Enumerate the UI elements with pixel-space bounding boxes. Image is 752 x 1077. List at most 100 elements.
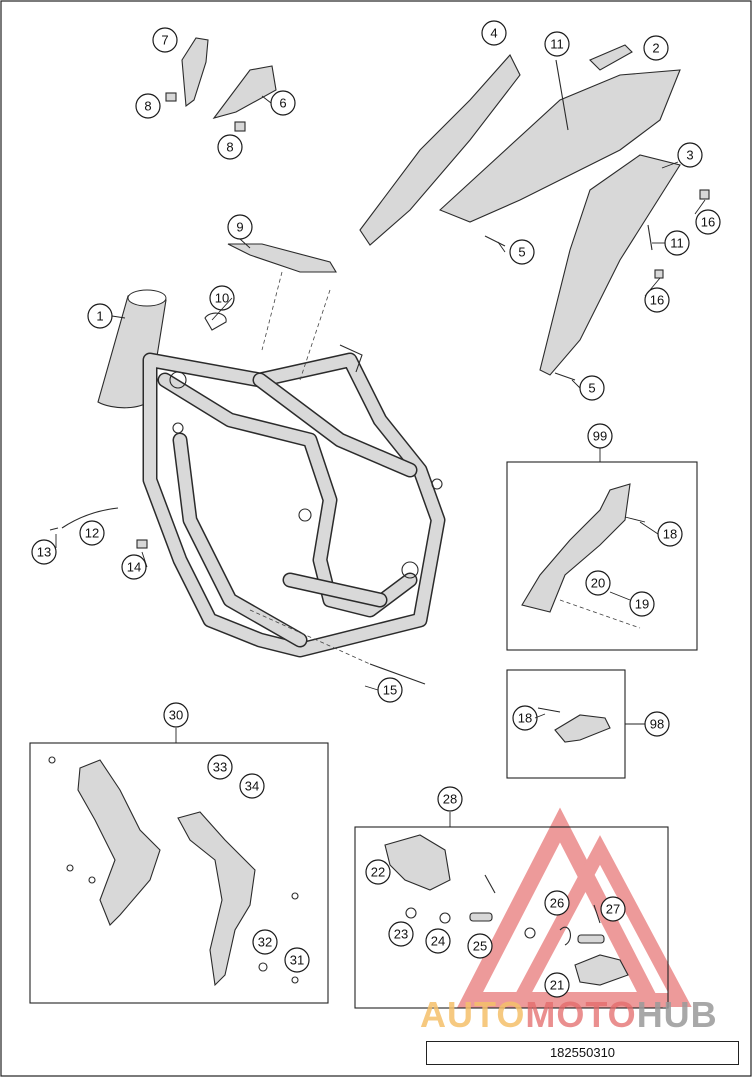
svg-text:6: 6 xyxy=(279,96,286,111)
svg-text:8: 8 xyxy=(144,99,151,114)
subframe-assembly xyxy=(359,44,710,381)
svg-text:21: 21 xyxy=(550,978,564,993)
svg-text:22: 22 xyxy=(371,865,385,880)
watermark-text: AUTOMOTOHUB xyxy=(420,994,718,1036)
callout-25: 25 xyxy=(467,933,493,959)
callout-33: 33 xyxy=(207,754,233,780)
svg-text:30: 30 xyxy=(169,708,183,723)
callout-19: 19 xyxy=(629,591,655,617)
svg-text:18: 18 xyxy=(518,711,532,726)
part-21-footpeg xyxy=(574,954,629,986)
group-28-box xyxy=(354,826,669,1009)
svg-text:5: 5 xyxy=(518,245,525,260)
callout-11: 11 xyxy=(544,31,570,57)
part-14-bolt xyxy=(136,539,148,549)
frame-protector-left xyxy=(77,759,161,926)
svg-text:28: 28 xyxy=(443,792,457,807)
callout-22: 22 xyxy=(365,859,391,885)
svg-text:1: 1 xyxy=(96,309,103,324)
callout-8: 8 xyxy=(217,134,243,160)
callout-5: 5 xyxy=(509,239,535,265)
svg-text:10: 10 xyxy=(215,291,229,306)
svg-text:5: 5 xyxy=(588,381,595,396)
part-9-plate xyxy=(227,243,337,381)
callout-16: 16 xyxy=(644,287,670,313)
part-15-bolt xyxy=(369,663,426,685)
part-12-hose xyxy=(61,507,119,529)
callout-18: 18 xyxy=(512,705,538,731)
callout-10: 10 xyxy=(209,285,235,311)
svg-text:27: 27 xyxy=(606,902,620,917)
svg-text:20: 20 xyxy=(591,576,605,591)
svg-text:15: 15 xyxy=(383,683,397,698)
callout-26: 26 xyxy=(544,890,570,916)
callout-32: 32 xyxy=(252,929,278,955)
callout-8: 8 xyxy=(135,93,161,119)
svg-text:32: 32 xyxy=(258,935,272,950)
svg-text:9: 9 xyxy=(236,220,243,235)
callout-13: 13 xyxy=(31,539,57,565)
watermark-part-moto: MOTO xyxy=(525,994,637,1035)
callout-21: 21 xyxy=(544,972,570,998)
callout-14: 14 xyxy=(121,554,147,580)
footrest-brackets xyxy=(165,37,277,132)
group-99-box xyxy=(506,461,698,651)
svg-text:33: 33 xyxy=(213,760,227,775)
frame-protector-right xyxy=(177,811,256,987)
callout-98: 98 xyxy=(644,711,670,737)
callout-20: 20 xyxy=(585,570,611,596)
group-30-box xyxy=(29,742,329,1004)
callout-99: 99 xyxy=(587,423,613,449)
svg-text:98: 98 xyxy=(650,717,664,732)
svg-text:3: 3 xyxy=(686,148,693,163)
svg-text:11: 11 xyxy=(670,236,684,251)
callout-5: 5 xyxy=(579,375,605,401)
svg-text:7: 7 xyxy=(161,33,168,48)
watermark-part-hub: HUB xyxy=(636,994,718,1035)
svg-text:16: 16 xyxy=(701,215,715,230)
part-20-guide xyxy=(521,483,631,613)
callout-16: 16 xyxy=(695,209,721,235)
svg-text:19: 19 xyxy=(635,597,649,612)
svg-text:26: 26 xyxy=(550,896,564,911)
callout-4: 4 xyxy=(481,20,507,46)
callout-2: 2 xyxy=(643,35,669,61)
svg-text:18: 18 xyxy=(663,527,677,542)
callout-24: 24 xyxy=(425,928,451,954)
part-22-footpeg xyxy=(384,834,451,891)
svg-text:8: 8 xyxy=(226,140,233,155)
callout-18: 18 xyxy=(657,521,683,547)
callout-27: 27 xyxy=(600,896,626,922)
callout-15: 15 xyxy=(377,677,403,703)
svg-text:34: 34 xyxy=(245,779,259,794)
svg-text:11: 11 xyxy=(550,37,564,52)
callout-11: 11 xyxy=(664,230,690,256)
callout-30: 30 xyxy=(163,702,189,728)
callout-7: 7 xyxy=(152,27,178,53)
watermark-logo xyxy=(456,807,692,1008)
svg-text:14: 14 xyxy=(127,560,141,575)
part-98-guard xyxy=(554,714,611,743)
svg-text:25: 25 xyxy=(473,939,487,954)
callout-6: 6 xyxy=(270,90,296,116)
svg-text:31: 31 xyxy=(290,953,304,968)
svg-text:2: 2 xyxy=(652,41,659,56)
callout-9: 9 xyxy=(227,214,253,240)
frame xyxy=(97,289,446,658)
svg-text:4: 4 xyxy=(490,26,497,41)
callout-23: 23 xyxy=(388,921,414,947)
part-13-clamp xyxy=(49,527,59,531)
callout-34: 34 xyxy=(239,773,265,799)
part-10-clip xyxy=(204,312,227,331)
svg-text:12: 12 xyxy=(85,526,99,541)
svg-text:16: 16 xyxy=(650,293,664,308)
svg-text:24: 24 xyxy=(431,934,445,949)
callout-12: 12 xyxy=(79,520,105,546)
svg-text:99: 99 xyxy=(593,429,607,444)
callout-31: 31 xyxy=(284,947,310,973)
svg-text:13: 13 xyxy=(37,545,51,560)
svg-text:23: 23 xyxy=(394,927,408,942)
callout-28: 28 xyxy=(437,786,463,812)
